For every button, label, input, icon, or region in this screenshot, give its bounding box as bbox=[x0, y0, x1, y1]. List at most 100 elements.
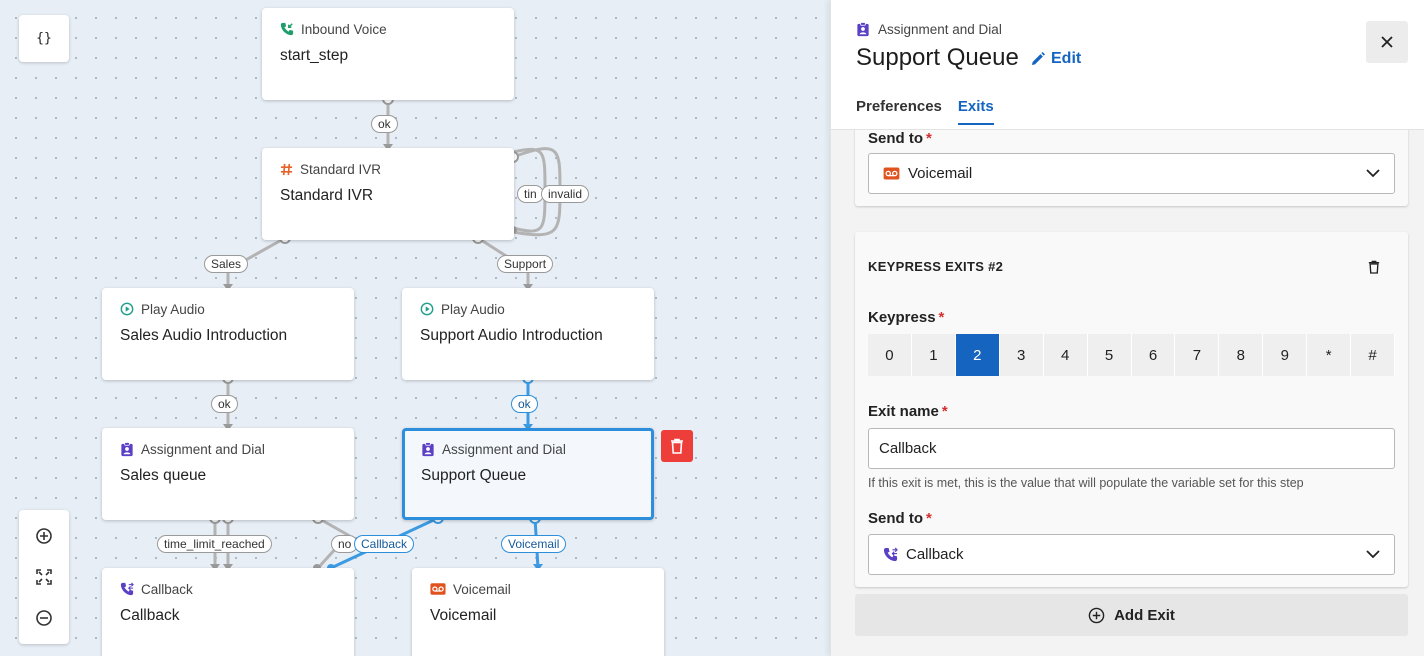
assignment-icon bbox=[121, 441, 133, 456]
node-voicemail[interactable]: Voicemail Voicemail bbox=[412, 568, 664, 656]
close-icon bbox=[1381, 36, 1393, 48]
send-to-select[interactable]: Callback bbox=[868, 534, 1395, 575]
hash-icon bbox=[280, 163, 293, 175]
edge-label-ok[interactable]: ok bbox=[211, 395, 238, 413]
delete-node-button[interactable] bbox=[661, 430, 693, 462]
fit-view-icon[interactable] bbox=[29, 562, 59, 592]
key-hash[interactable]: # bbox=[1351, 334, 1396, 376]
node-type-label: Assignment and Dial bbox=[141, 441, 265, 457]
node-title: Sales Audio Introduction bbox=[120, 327, 288, 344]
node-type-label: Play Audio bbox=[441, 301, 505, 317]
trash-icon bbox=[1368, 260, 1380, 274]
key-star[interactable]: * bbox=[1307, 334, 1352, 376]
required-mark: * bbox=[926, 130, 932, 147]
node-sales-audio[interactable]: Play Audio Sales Audio Introduction bbox=[102, 288, 354, 380]
key-6[interactable]: 6 bbox=[1131, 334, 1176, 376]
node-title: Support Queue bbox=[421, 467, 527, 484]
node-sales-queue[interactable]: Assignment and Dial Sales queue bbox=[102, 428, 354, 520]
node-type-label: Callback bbox=[141, 581, 193, 597]
key-9[interactable]: 9 bbox=[1263, 334, 1308, 376]
node-title: Callback bbox=[120, 607, 180, 624]
assignment-icon bbox=[422, 441, 434, 456]
pencil-icon bbox=[1032, 52, 1045, 65]
voicemail-icon bbox=[430, 583, 446, 595]
node-standard-ivr[interactable]: Standard IVR Standard IVR bbox=[262, 148, 514, 240]
send-to-select[interactable]: Voicemail bbox=[868, 153, 1395, 194]
key-2[interactable]: 2 bbox=[955, 334, 1000, 376]
edge-label-support[interactable]: Support bbox=[497, 255, 554, 273]
edit-button[interactable]: Edit bbox=[1031, 50, 1081, 68]
edge-label-timeout[interactable]: tin bbox=[517, 185, 544, 203]
node-title: Standard IVR bbox=[280, 187, 374, 204]
play-circle-icon bbox=[420, 302, 434, 316]
node-type-label: Voicemail bbox=[453, 581, 511, 597]
add-exit-button[interactable]: Add Exit bbox=[855, 594, 1408, 636]
card-title: KEYPRESS EXITS #2 bbox=[868, 259, 1004, 274]
edge-label-callback[interactable]: Callback bbox=[354, 535, 415, 553]
panel-body[interactable]: Send to* Voicemail KEYPRESS EXITS #2 Key… bbox=[831, 130, 1424, 656]
edge-label-ok[interactable]: ok bbox=[371, 115, 398, 133]
exit-name-label: Exit name bbox=[868, 403, 939, 420]
panel-step-type: Assignment and Dial bbox=[878, 22, 1002, 37]
send-to-value: Voicemail bbox=[908, 165, 973, 182]
flow-canvas[interactable]: {} Inbound Voice start_step Standard IVR… bbox=[0, 0, 830, 656]
required-mark: * bbox=[938, 309, 945, 326]
chevron-down-icon bbox=[1366, 550, 1380, 559]
node-type-label: Inbound Voice bbox=[301, 21, 387, 37]
key-7[interactable]: 7 bbox=[1175, 334, 1220, 376]
zoom-controls bbox=[19, 510, 69, 644]
chevron-down-icon bbox=[1366, 169, 1380, 178]
send-to-value: Callback bbox=[906, 546, 964, 563]
edge-label-invalid[interactable]: invalid bbox=[541, 185, 590, 203]
phone-callback-icon bbox=[120, 582, 134, 596]
key-8[interactable]: 8 bbox=[1219, 334, 1264, 376]
node-type-label: Assignment and Dial bbox=[442, 441, 566, 457]
send-to-label: Send to bbox=[868, 130, 923, 147]
panel-tabs: Preferences Exits bbox=[856, 98, 994, 125]
node-title: Voicemail bbox=[430, 607, 497, 624]
zoom-out-icon[interactable] bbox=[29, 603, 59, 633]
tab-preferences[interactable]: Preferences bbox=[856, 98, 942, 115]
trash-icon bbox=[671, 438, 683, 454]
node-callback[interactable]: Callback Callback bbox=[102, 568, 354, 656]
send-to-label: Send to bbox=[868, 510, 923, 527]
assignment-icon bbox=[857, 22, 869, 37]
tab-exits[interactable]: Exits bbox=[957, 98, 994, 125]
key-5[interactable]: 5 bbox=[1087, 334, 1132, 376]
key-0[interactable]: 0 bbox=[868, 334, 912, 376]
phone-callback-icon bbox=[883, 547, 898, 562]
node-title: start_step bbox=[280, 47, 349, 64]
node-title: Sales queue bbox=[120, 467, 207, 484]
edge-label-time-limit-reached[interactable]: time_limit_reached bbox=[157, 535, 272, 553]
plus-circle-icon bbox=[1088, 607, 1105, 623]
play-circle-icon bbox=[120, 302, 134, 316]
node-type-label: Standard IVR bbox=[300, 161, 382, 177]
key-4[interactable]: 4 bbox=[1043, 334, 1088, 376]
node-support-queue[interactable]: Assignment and Dial Support Queue bbox=[402, 428, 654, 520]
keypress-label: Keypress bbox=[868, 309, 936, 326]
delete-exit-button[interactable] bbox=[1363, 256, 1385, 278]
panel-title: Support Queue bbox=[856, 44, 1019, 71]
keypress-selector: 0 1 2 3 4 5 6 7 8 9 * # bbox=[868, 334, 1396, 376]
edge-label-ok[interactable]: ok bbox=[511, 395, 538, 413]
panel-header: Assignment and Dial Support Queue Edit P… bbox=[831, 0, 1424, 130]
step-details-panel: Assignment and Dial Support Queue Edit P… bbox=[830, 0, 1424, 656]
key-1[interactable]: 1 bbox=[911, 334, 956, 376]
node-type-label: Play Audio bbox=[141, 301, 205, 317]
exit-name-helper: If this exit is met, this is the value t… bbox=[868, 476, 1304, 490]
exit-card-1: Send to* Voicemail bbox=[855, 130, 1408, 206]
exit-name-input[interactable]: Callback bbox=[868, 428, 1395, 469]
key-3[interactable]: 3 bbox=[999, 334, 1044, 376]
required-mark: * bbox=[941, 403, 948, 420]
node-inbound-voice[interactable]: Inbound Voice start_step bbox=[262, 8, 514, 100]
node-title: Support Audio Introduction bbox=[420, 327, 603, 344]
json-view-button[interactable]: {} bbox=[19, 15, 69, 62]
required-mark: * bbox=[926, 510, 932, 527]
zoom-in-icon[interactable] bbox=[29, 521, 59, 551]
close-button[interactable] bbox=[1366, 21, 1408, 63]
exit-card-2: KEYPRESS EXITS #2 Keypress* 0 1 2 3 4 5 … bbox=[855, 232, 1408, 587]
edge-label-voicemail[interactable]: Voicemail bbox=[501, 535, 567, 553]
voicemail-icon bbox=[883, 167, 900, 180]
node-support-audio[interactable]: Play Audio Support Audio Introduction bbox=[402, 288, 654, 380]
edge-label-sales[interactable]: Sales bbox=[204, 255, 249, 273]
